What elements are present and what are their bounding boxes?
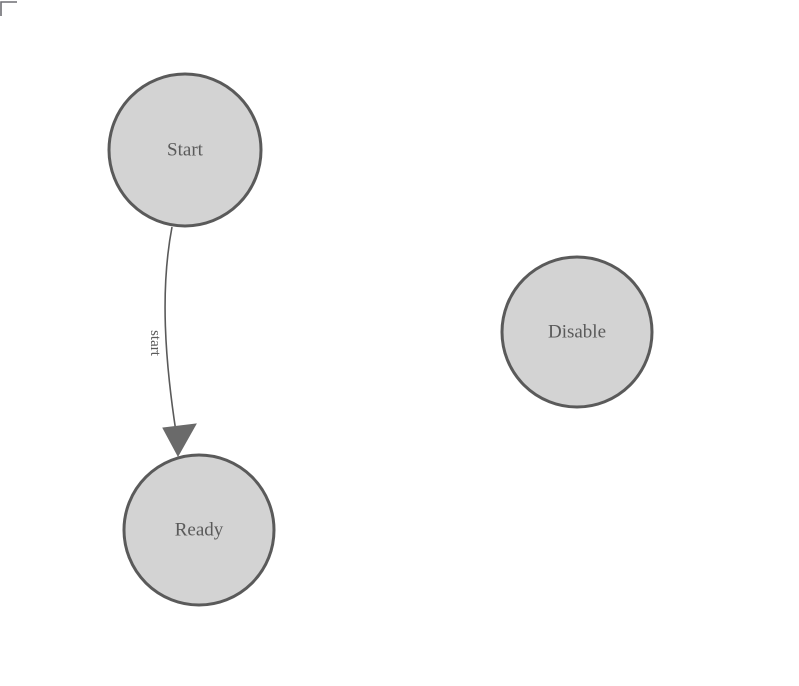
node-ready-circle[interactable] <box>122 453 276 607</box>
edge-start-to-ready[interactable]: start <box>147 226 197 458</box>
node-start-label: Start <box>167 139 204 160</box>
canvas-corner-mark <box>0 1 17 16</box>
node-ready[interactable]: Ready <box>122 453 276 607</box>
node-disable-label: Disable <box>548 321 606 342</box>
node-disable[interactable]: Disable <box>500 255 654 409</box>
edge-label-start: start <box>147 330 163 357</box>
edge-arrowhead-icon <box>162 423 197 458</box>
node-start[interactable]: Start <box>107 72 263 228</box>
node-start-circle[interactable] <box>107 72 263 228</box>
node-disable-circle[interactable] <box>500 255 654 409</box>
edge-line <box>164 226 177 433</box>
node-ready-label: Ready <box>175 519 224 540</box>
